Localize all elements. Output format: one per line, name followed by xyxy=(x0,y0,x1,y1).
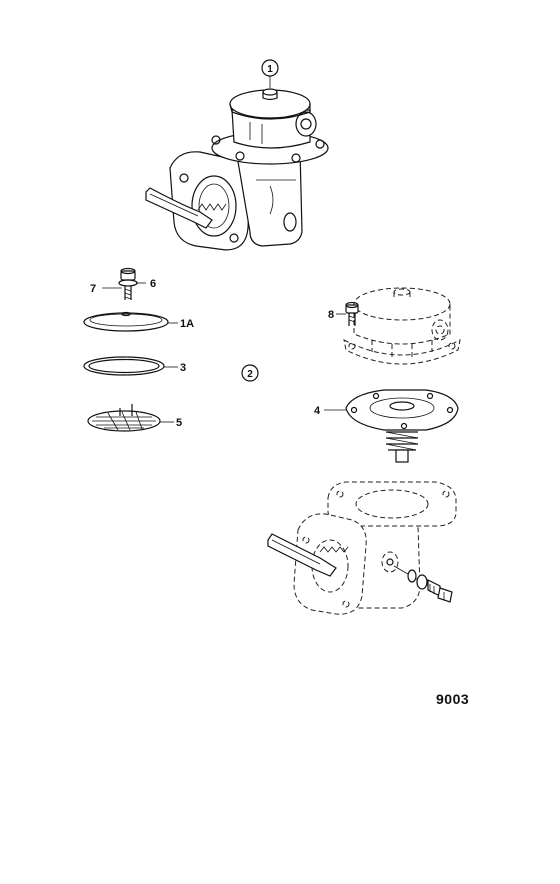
assembled-fuel-pump xyxy=(145,88,329,251)
label-3: 3 xyxy=(180,362,186,374)
label-5: 5 xyxy=(176,417,182,429)
label-1a: 1A xyxy=(180,318,194,330)
diaphragm-part-1a xyxy=(83,311,169,332)
label-4: 4 xyxy=(314,405,321,417)
gasket-ring-part-3 xyxy=(83,356,165,376)
label-8: 8 xyxy=(328,309,334,321)
pivot-pin-parts xyxy=(393,565,453,603)
callout-1: 1 xyxy=(267,64,273,75)
rocker-lever-part xyxy=(267,533,337,577)
label-7: 7 xyxy=(90,283,96,295)
diaphragm-assembly-part-4 xyxy=(345,389,459,463)
callout-2: 2 xyxy=(247,369,253,380)
drawing-number: 9003 xyxy=(436,691,470,707)
screw-washer-part xyxy=(118,267,138,300)
filter-screen-part-5 xyxy=(87,404,161,432)
label-6: 6 xyxy=(150,278,156,290)
screw-part-8 xyxy=(345,301,359,326)
pump-body-dashed xyxy=(293,481,457,615)
upper-chamber-dashed xyxy=(343,287,461,365)
